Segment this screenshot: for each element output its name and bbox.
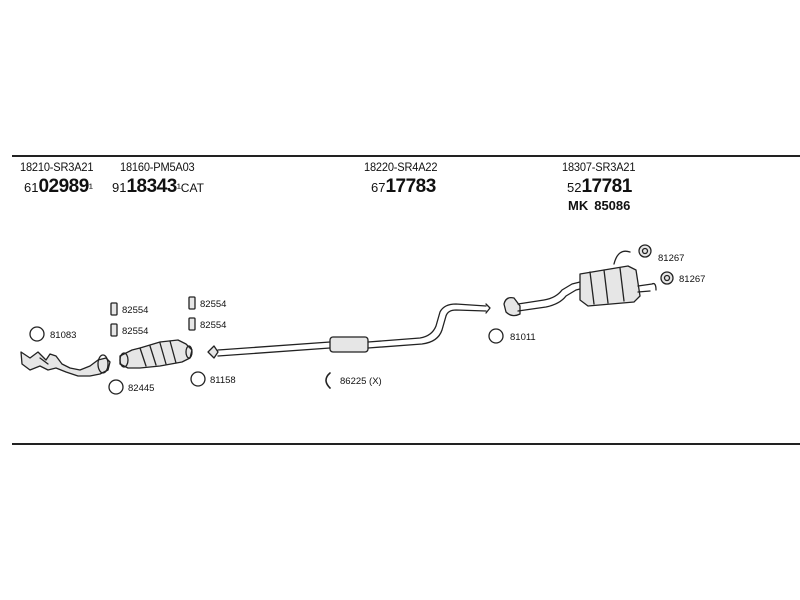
hanger-rubber-82554-c[interactable] <box>188 296 196 310</box>
part-prefix: 67 <box>371 180 386 195</box>
part-main-number: 17781 <box>581 176 632 197</box>
hanger-rubber-82554-b[interactable] <box>110 323 118 337</box>
part-number-centre-pipe[interactable]: 6717783 <box>371 177 436 196</box>
part-main-number: 17783 <box>385 176 436 197</box>
ref-label-81011: 81011 <box>510 332 536 343</box>
ref-label-82554-d: 82554 <box>200 320 226 331</box>
part-prefix: 52 <box>567 180 582 195</box>
mounting-kit-number[interactable]: MK 85086 <box>568 198 630 213</box>
mk-prefix: MK <box>568 198 589 213</box>
part-number-catalyst[interactable]: 9118343¹CAT <box>112 177 204 196</box>
oem-number-rear-silencer: 18307-SR3A21 <box>562 160 636 174</box>
front-pipe-part[interactable] <box>20 351 111 377</box>
part-prefix: 91 <box>112 180 127 195</box>
gasket-ring-81011[interactable] <box>488 328 504 344</box>
ref-label-82554-c: 82554 <box>200 299 226 310</box>
part-number-rear-silencer[interactable]: 5217781 <box>567 177 632 196</box>
part-number-front-pipe[interactable]: 6102989¹ <box>24 177 93 196</box>
oem-number-front-pipe: 18210-SR3A21 <box>20 160 94 174</box>
rear-silencer-part[interactable] <box>503 250 657 317</box>
ref-label-82554-a: 82554 <box>122 305 148 316</box>
mk-number: 85086 <box>594 198 631 213</box>
hanger-rubber-82554-a[interactable] <box>110 302 118 316</box>
part-prefix: 61 <box>24 180 39 195</box>
gasket-ring-82445[interactable] <box>108 379 124 395</box>
clamp-86225[interactable] <box>325 372 331 389</box>
oem-number-centre-pipe: 18220-SR4A22 <box>364 160 438 174</box>
part-suffix: ¹CAT <box>176 181 204 195</box>
ref-label-82554-b: 82554 <box>122 326 148 337</box>
ref-label-86225: 86225 (X) <box>340 376 382 387</box>
part-suffix: ¹ <box>88 181 93 195</box>
oem-number-catalyst: 18160-PM5A03 <box>120 160 195 174</box>
gasket-ring-81158[interactable] <box>190 371 206 387</box>
ref-label-82445: 82445 <box>128 383 154 394</box>
bush-81267-b[interactable] <box>660 271 674 285</box>
part-main-number: 18343 <box>126 176 177 197</box>
centre-pipe-part[interactable] <box>207 303 491 359</box>
bush-81267-a[interactable] <box>638 244 652 258</box>
ref-label-81083: 81083 <box>50 330 76 341</box>
part-main-number: 02989 <box>38 176 89 197</box>
ref-label-81267-b: 81267 <box>679 274 705 285</box>
ref-label-81158: 81158 <box>210 375 236 386</box>
gasket-ring-81083[interactable] <box>29 326 45 342</box>
bottom-divider <box>12 443 800 445</box>
hanger-rubber-82554-d[interactable] <box>188 317 196 331</box>
ref-label-81267-a: 81267 <box>658 253 684 264</box>
catalytic-converter-part[interactable] <box>119 339 193 369</box>
top-divider <box>12 155 800 157</box>
